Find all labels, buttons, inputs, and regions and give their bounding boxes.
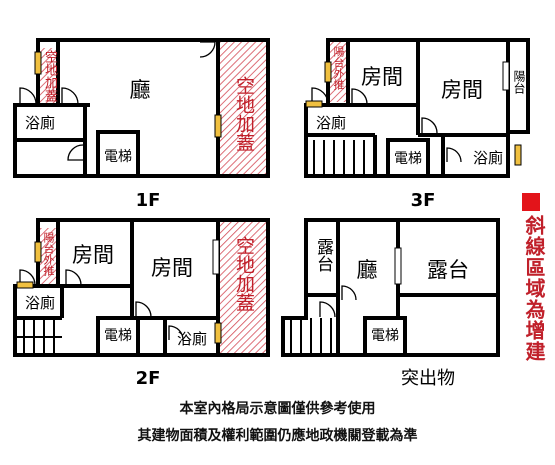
balcony-hatch-3f [328, 42, 348, 102]
label-2f-void: 空地加蓋 [233, 236, 255, 312]
void-hatch-right [218, 40, 268, 176]
label-3f-elevator: 電梯 [394, 151, 422, 167]
note-line-2: 其建物面積及權利範圍仍應地政機關登載為準 [137, 428, 418, 444]
void-hatch-2f [218, 220, 268, 355]
label-2f-balcony-pushed: 陽台外推 [42, 232, 55, 276]
balcony-window-3f [502, 61, 510, 91]
windows-2f [16, 241, 222, 344]
legend-text: 斜線區域為增建 [522, 215, 546, 362]
doors-2f [19, 269, 184, 341]
windows-1f [34, 51, 222, 138]
void-hatch-left [38, 48, 58, 105]
label-2f-bath-right: 浴廁 [177, 330, 207, 348]
sliding-door-roof [394, 247, 402, 285]
label-roof-terrace-small: 露台 [313, 238, 333, 272]
note-line-1: 本室內格局示意圖僅供參考使用 [179, 401, 376, 417]
floor-1f: 廳 浴廁 電梯 1F [13, 38, 270, 211]
doors-1f [19, 41, 216, 161]
sliding-window-2f [212, 239, 220, 275]
label-2f-room-b: 房間 [151, 256, 193, 280]
label-3f-room-b: 房間 [441, 78, 483, 102]
balcony-hatch-2f [38, 228, 58, 286]
label-roof-terrace-large: 露台 [427, 258, 469, 282]
floor-2f: 房間 房間 浴廁 浴廁 電梯 2F [13, 218, 270, 389]
stairs-2f [15, 318, 62, 355]
label-2f-room-a: 房間 [72, 243, 114, 267]
label-1f-bath: 浴廁 [25, 114, 55, 132]
label-3f: 3F [411, 190, 436, 211]
label-3f-bath-left: 浴廁 [316, 114, 346, 132]
label-roof-hall: 廳 [357, 258, 378, 282]
label-2f-elevator: 電梯 [104, 328, 132, 344]
label-3f-balcony-pushed: 陽台外推 [332, 46, 345, 90]
legend-swatch [522, 193, 540, 211]
doors-roof [319, 285, 357, 318]
label-3f-room-a: 房間 [361, 65, 403, 89]
label-3f-bath-right: 浴廁 [473, 149, 503, 167]
stairs-3f [313, 140, 365, 176]
label-3f-balcony: 陽台 [512, 70, 526, 94]
stairs-roof [290, 318, 332, 355]
floor-3f: 房間 房間 浴廁 浴廁 電梯 3F [304, 38, 530, 211]
label-roof: 突出物 [401, 368, 455, 389]
label-roof-elevator: 電梯 [371, 328, 399, 344]
label-1f: 1F [136, 190, 161, 211]
walls-roof [281, 218, 500, 357]
label-1f-void-right: 空地加蓋 [233, 76, 255, 152]
label-2f: 2F [136, 368, 161, 389]
label-1f-elevator: 電梯 [104, 149, 132, 165]
doors-3f [311, 87, 462, 163]
windows-3f [305, 61, 522, 166]
label-1f-void-left: 空地加蓋 [42, 50, 57, 102]
label-2f-bath-left: 浴廁 [25, 294, 55, 312]
label-1f-hall: 廳 [130, 78, 151, 102]
floor-roof: 廳 露台 電梯 突出物 [281, 218, 500, 389]
